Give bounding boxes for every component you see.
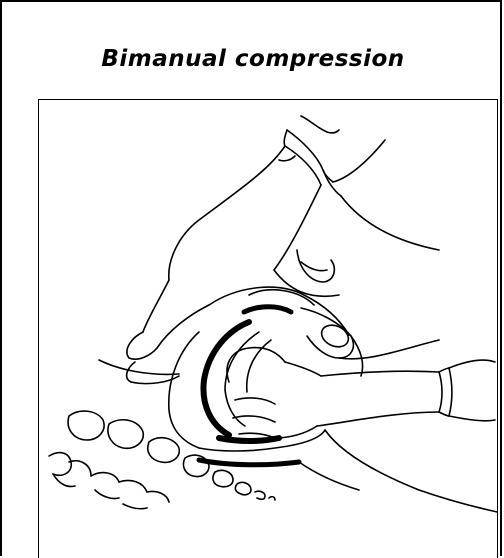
bladder-icon — [301, 308, 363, 376]
figure-title: Bimanual compression — [2, 46, 504, 72]
vaginal-fist-icon — [227, 348, 495, 438]
bimanual-compression-illustration-icon — [38, 99, 498, 558]
spine-icon — [49, 411, 275, 509]
abdominal-hand-icon — [127, 116, 439, 384]
